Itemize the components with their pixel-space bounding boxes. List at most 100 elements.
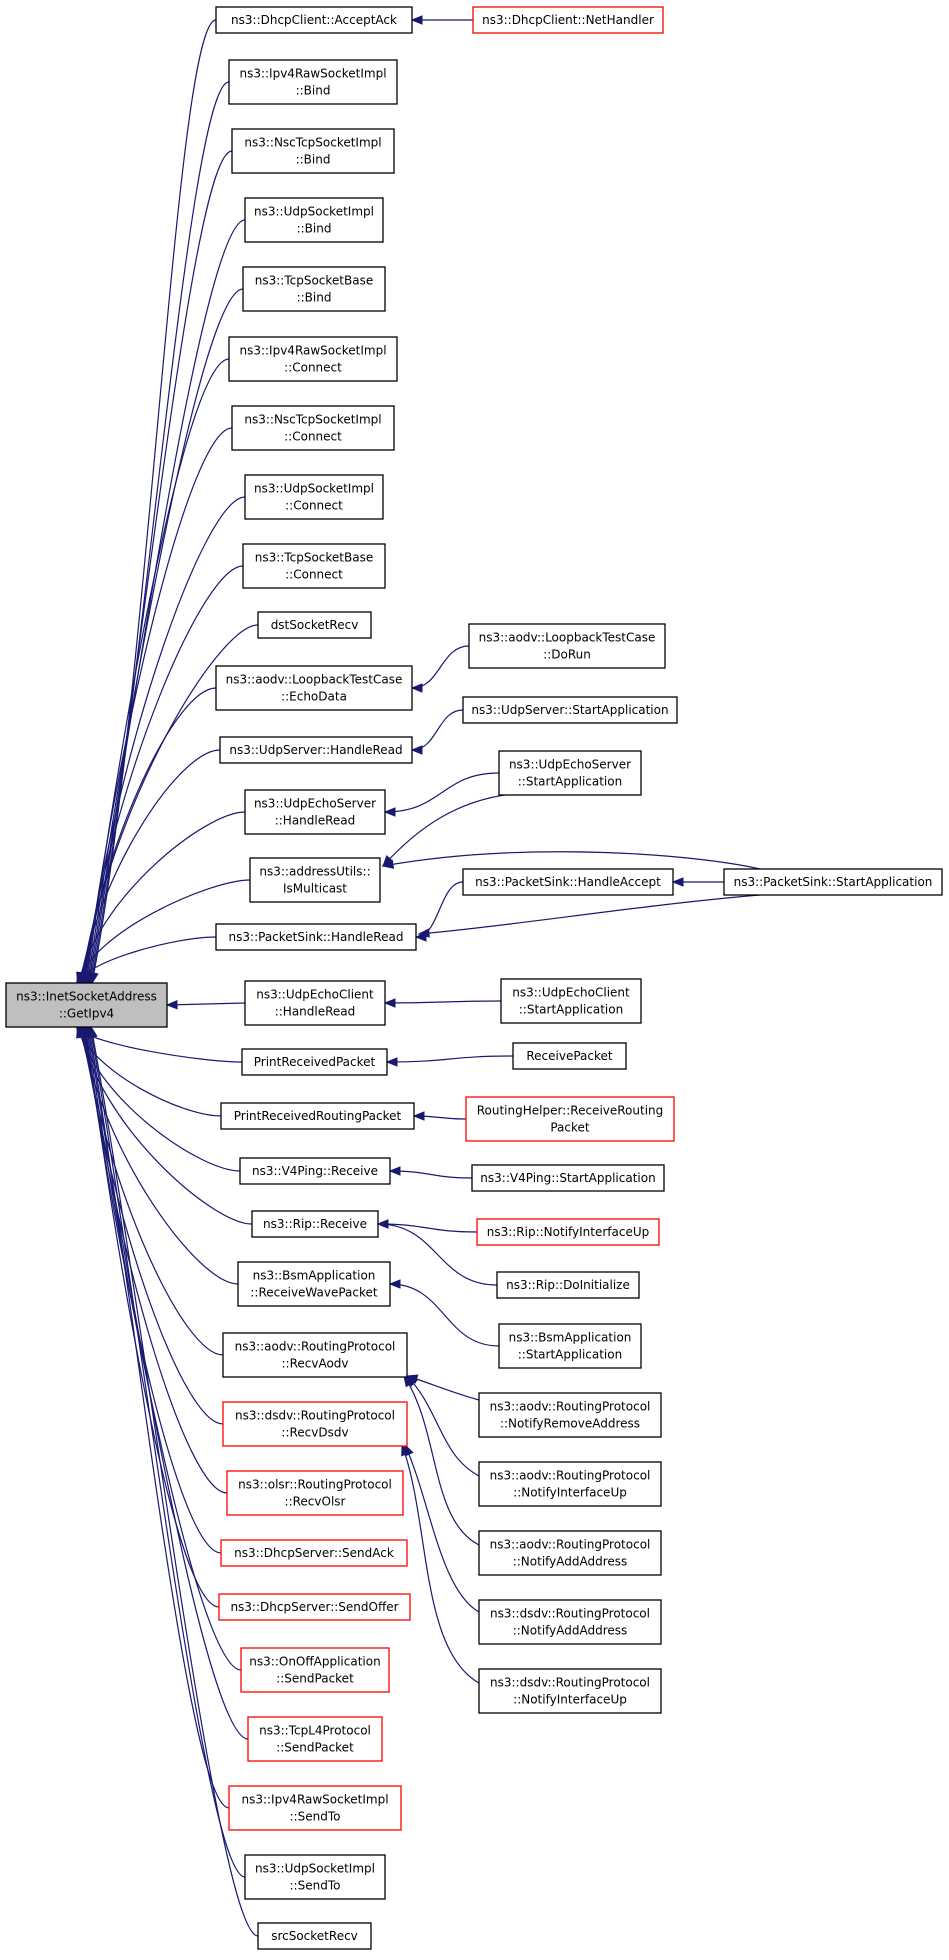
node-rip-notifyinterfaceup[interactable]: ns3::Rip::NotifyInterfaceUp <box>476 1218 660 1246</box>
node-label: ::Bind <box>296 153 331 167</box>
node-udpechoserver-startapp[interactable]: ns3::UdpEchoServer::StartApplication <box>498 750 642 796</box>
edge-aodv_loopback_echodata-to-root <box>80 687 217 984</box>
node-udpsock-sendto[interactable]: ns3::UdpSocketImpl::SendTo <box>244 1854 386 1900</box>
node-udpechoclient-startapp[interactable]: ns3::UdpEchoClient::StartApplication <box>500 978 642 1024</box>
node-label: ::NotifyInterfaceUp <box>513 1486 627 1500</box>
node-dhcpserver-sendoffer[interactable]: ns3::DhcpServer::SendOffer <box>218 1593 411 1621</box>
node-packetsink-startapp[interactable]: ns3::PacketSink::StartApplication <box>723 868 943 896</box>
edge-rip_doinitialize-to-rip_receive <box>377 1223 498 1286</box>
node-label: ns3::DhcpClient::NetHandler <box>482 13 654 27</box>
node-dhcpclient-acceptack[interactable]: ns3::DhcpClient::AcceptAck <box>215 6 413 34</box>
edge-udpsock_bind-to-root <box>88 219 246 984</box>
node-box <box>478 1599 662 1645</box>
node-label: dstSocketRecv <box>271 618 359 632</box>
edge-ipv4raw_bind-to-root <box>90 81 230 984</box>
node-box <box>241 1048 388 1076</box>
node-label: ns3::aodv::LoopbackTestCase <box>226 673 403 687</box>
node-printreceivedpacket[interactable]: PrintReceivedPacket <box>241 1048 388 1076</box>
node-aodv-loopback-echodata[interactable]: ns3::aodv::LoopbackTestCase::EchoData <box>215 665 413 711</box>
node-label: ns3::aodv::RoutingProtocol <box>235 1340 396 1354</box>
node-root[interactable]: ns3::InetSocketAddress::GetIpv4 <box>5 982 168 1028</box>
node-label: ::HandleRead <box>275 1005 356 1019</box>
node-label: ::ReceiveWavePacket <box>250 1286 378 1300</box>
node-bsm-receivewavepacket[interactable]: ns3::BsmApplication::ReceiveWavePacket <box>237 1261 391 1307</box>
node-label: ns3::aodv::RoutingProtocol <box>490 1400 651 1414</box>
node-aodv-rp-notifyaddaddress[interactable]: ns3::aodv::RoutingProtocol::NotifyAddAdd… <box>478 1530 662 1576</box>
node-label: ::SendTo <box>290 1879 341 1893</box>
node-box <box>240 1647 390 1693</box>
edge-bsm_startapp-to-bsm_receivewavepacket <box>389 1283 500 1347</box>
node-aodv-loopback-dorun[interactable]: ns3::aodv::LoopbackTestCase::DoRun <box>468 623 666 669</box>
node-udpsock-connect[interactable]: ns3::UdpSocketImpl::Connect <box>244 474 384 520</box>
node-nsctcp-connect[interactable]: ns3::NscTcpSocketImpl::Connect <box>231 405 395 451</box>
arrowhead-packetsink_startapp-to-packetsink_handleaccept <box>671 877 684 887</box>
node-packetsink-handleread[interactable]: ns3::PacketSink::HandleRead <box>215 923 417 951</box>
node-label: ::SendPacket <box>276 1741 354 1755</box>
node-ipv4raw-bind[interactable]: ns3::Ipv4RawSocketImpl::Bind <box>228 59 398 105</box>
node-tcpl4-sendpacket[interactable]: ns3::TcpL4Protocol::SendPacket <box>247 1716 383 1762</box>
node-box <box>471 1164 665 1192</box>
node-v4ping-startapp[interactable]: ns3::V4Ping::StartApplication <box>471 1164 665 1192</box>
node-addressutils-ismulticast[interactable]: ns3::addressUtils::IsMulticast <box>249 857 381 903</box>
node-bsm-startapp[interactable]: ns3::BsmApplication::StartApplication <box>498 1323 642 1369</box>
node-box <box>226 1470 404 1516</box>
node-label: ::GetIpv4 <box>59 1007 114 1021</box>
node-udpechoclient-handleread[interactable]: ns3::UdpEchoClient::HandleRead <box>244 980 386 1026</box>
node-rip-doinitialize[interactable]: ns3::Rip::DoInitialize <box>496 1271 640 1299</box>
node-dstsocketrecv[interactable]: dstSocketRecv <box>257 611 372 639</box>
node-label: IsMulticast <box>283 882 347 896</box>
node-ipv4raw-sendto[interactable]: ns3::Ipv4RawSocketImpl::SendTo <box>228 1785 402 1831</box>
node-receivepacket[interactable]: ReceivePacket <box>512 1042 627 1070</box>
node-onoff-sendpacket[interactable]: ns3::OnOffApplication::SendPacket <box>240 1647 390 1693</box>
node-tcpbase-bind[interactable]: ns3::TcpSocketBase::Bind <box>242 266 386 312</box>
node-tcpbase-connect[interactable]: ns3::TcpSocketBase::Connect <box>242 543 386 589</box>
edge-dsdv_rp_notifyaddaddress-to-dsdv_rp_recvdsdv <box>404 1444 480 1613</box>
node-v4ping-receive[interactable]: ns3::V4Ping::Receive <box>239 1157 391 1185</box>
graph-edges <box>75 15 761 1937</box>
node-label: ns3::OnOffApplication <box>249 1655 380 1669</box>
node-dhcpserver-sendack[interactable]: ns3::DhcpServer::SendAck <box>220 1539 408 1567</box>
node-label: ::SendTo <box>290 1810 341 1824</box>
node-label: ns3::InetSocketAddress <box>16 990 157 1004</box>
node-box <box>244 1854 386 1900</box>
node-label: ns3::UdpEchoClient <box>256 988 374 1002</box>
node-aodv-rp-notifyremoveaddress[interactable]: ns3::aodv::RoutingProtocol::NotifyRemove… <box>478 1392 662 1438</box>
node-udpserver-startapp[interactable]: ns3::UdpServer::StartApplication <box>462 696 678 724</box>
edge-udpserver_startapp-to-udpserver_handleread <box>411 709 464 751</box>
node-dhcpclient-nethandler[interactable]: ns3::DhcpClient::NetHandler <box>472 6 664 34</box>
node-box <box>231 128 395 174</box>
node-rip-receive[interactable]: ns3::Rip::Receive <box>251 1210 379 1238</box>
node-aodv-rp-recvaodv[interactable]: ns3::aodv::RoutingProtocol::RecvAodv <box>222 1332 408 1378</box>
node-udpechoserver-handleread[interactable]: ns3::UdpEchoServer::HandleRead <box>244 789 386 835</box>
node-udpserver-handleread[interactable]: ns3::UdpServer::HandleRead <box>219 736 413 764</box>
node-box <box>215 6 413 34</box>
node-label: ns3::UdpEchoServer <box>254 797 376 811</box>
node-label: ns3::PacketSink::HandleRead <box>229 930 404 944</box>
edge-tcpbase_bind-to-root <box>86 288 244 984</box>
node-label: ns3::dsdv::RoutingProtocol <box>490 1607 650 1621</box>
node-label: ns3::DhcpServer::SendOffer <box>230 1600 398 1614</box>
node-aodv-rp-notifyinterfaceup[interactable]: ns3::aodv::RoutingProtocol::NotifyInterf… <box>478 1461 662 1507</box>
node-dsdv-rp-notifyinterfaceup[interactable]: ns3::dsdv::RoutingProtocol::NotifyInterf… <box>478 1668 662 1714</box>
node-printreceivedroutingpacket[interactable]: PrintReceivedRoutingPacket <box>220 1102 415 1130</box>
arrowhead-rip_doinitialize-to-rip_receive <box>376 1219 389 1229</box>
node-nsctcp-bind[interactable]: ns3::NscTcpSocketImpl::Bind <box>231 128 395 174</box>
node-olsr-rp-recvolsr[interactable]: ns3::olsr::RoutingProtocol::RecvOlsr <box>226 1470 404 1516</box>
edge-udpechoserver_startapp-to-addressutils_ismulticast <box>382 793 513 867</box>
node-label: ::Connect <box>284 430 342 444</box>
node-label: ns3::Ipv4RawSocketImpl <box>239 344 386 358</box>
node-label: ns3::UdpSocketImpl <box>254 482 374 496</box>
node-box <box>244 789 386 835</box>
node-label: Packet <box>550 1121 590 1135</box>
node-label: ns3::Rip::Receive <box>263 1217 367 1231</box>
node-udpsock-bind[interactable]: ns3::UdpSocketImpl::Bind <box>244 197 384 243</box>
edge-onoff_sendpacket-to-root <box>86 1026 242 1671</box>
node-dsdv-rp-recvdsdv[interactable]: ns3::dsdv::RoutingProtocol::RecvDsdv <box>222 1401 408 1447</box>
node-srcsocketrecv[interactable]: srcSocketRecv <box>257 1922 372 1950</box>
node-packetsink-handleaccept[interactable]: ns3::PacketSink::HandleAccept <box>462 868 674 896</box>
node-ipv4raw-connect[interactable]: ns3::Ipv4RawSocketImpl::Connect <box>228 336 398 382</box>
node-box <box>239 1157 391 1185</box>
node-dsdv-rp-notifyaddaddress[interactable]: ns3::dsdv::RoutingProtocol::NotifyAddAdd… <box>478 1599 662 1645</box>
